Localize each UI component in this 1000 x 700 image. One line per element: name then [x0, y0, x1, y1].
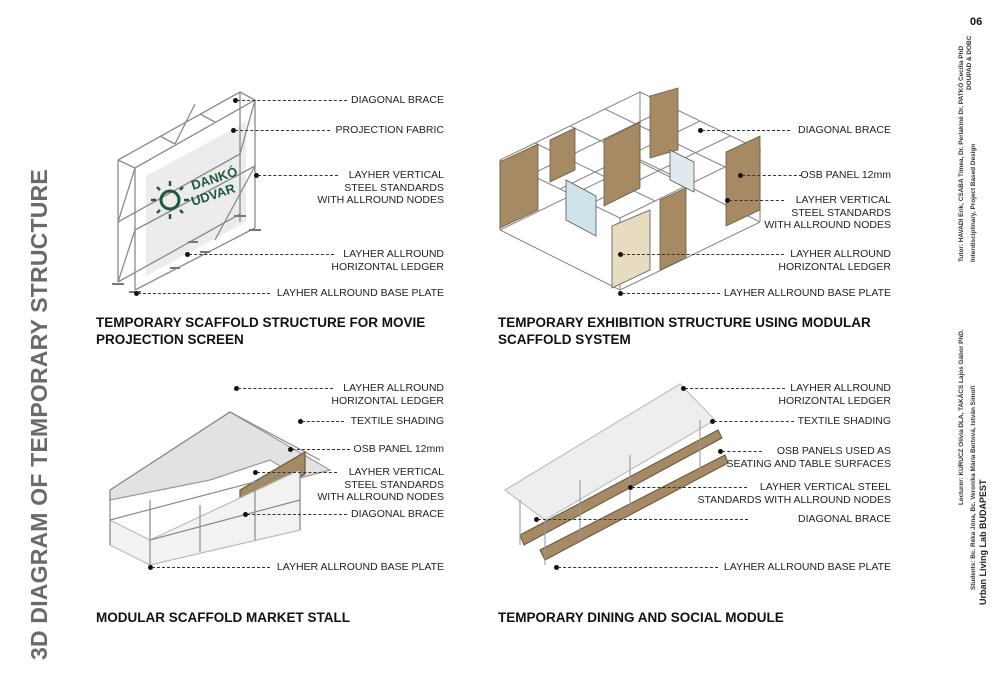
subject-name: Interdisciplinary, Project Based Design — [970, 143, 977, 262]
label-horizontal-ledger: LAYHER ALLROUND HORIZONTAL LEDGER — [331, 382, 444, 407]
leader-line — [257, 472, 337, 473]
page-number: 06 — [970, 16, 983, 28]
leader-line — [632, 487, 747, 488]
students-credits: Students: Bc. Réka Jóna, Bc. Veronika Má… — [970, 385, 977, 590]
projection-fabric — [146, 122, 246, 276]
exhibition-scaffold — [499, 87, 762, 291]
label-base-plate: LAYHER ALLROUND BASE PLATE — [276, 561, 444, 573]
leader-line — [238, 388, 333, 389]
label-osb-panels-seating: OSB PANELS USED AS SEATING AND TABLE SUR… — [726, 445, 891, 470]
movie-screen-scaffold — [112, 91, 261, 293]
label-osb-panel: OSB PANEL 12mm — [353, 443, 444, 455]
leader-line — [292, 449, 350, 450]
label-vertical-standards: LAYHER VERTICAL STEEL STANDARDS WITH ALL… — [317, 466, 444, 503]
label-diagonal-brace: DIAGONAL BRACE — [351, 508, 444, 520]
leader-line — [622, 254, 784, 255]
lab-name: Urban Living Lab BUDAPEST — [978, 479, 988, 605]
label-base-plate: LAYHER ALLROUND BASE PLATE — [723, 287, 891, 299]
tutor-credits: Tutor: HAVADI Erik, CSABA Tímea, Dr. Per… — [958, 45, 965, 262]
leader-line — [729, 200, 784, 201]
leader-line — [235, 130, 330, 131]
osb-panels — [499, 87, 761, 271]
leader-line — [189, 254, 334, 255]
leader-line — [622, 293, 720, 294]
page-side-title: 3D DIAGRAM OF TEMPORARY STRUCTURE — [26, 169, 52, 660]
label-diagonal-brace: DIAGONAL BRACE — [798, 513, 891, 525]
label-base-plate: LAYHER ALLROUND BASE PLATE — [276, 287, 444, 299]
caption-market-stall: MODULAR SCAFFOLD MARKET STALL — [96, 610, 350, 625]
label-textile-shading: TEXTILE SHADING — [350, 415, 444, 427]
market-stall — [109, 411, 332, 566]
leader-line — [685, 388, 785, 389]
dining-module — [504, 383, 729, 565]
leader-line — [138, 293, 270, 294]
leader-line — [302, 421, 344, 422]
leader-line — [558, 567, 718, 568]
label-projection-fabric: PROJECTION FABRIC — [335, 124, 444, 136]
label-base-plate: LAYHER ALLROUND BASE PLATE — [723, 561, 891, 573]
label-osb-panel: OSB PANEL 12mm — [800, 169, 891, 181]
label-textile-shading: TEXTILE SHADING — [797, 415, 891, 427]
label-horizontal-ledger: LAYHER ALLROUND HORIZONTAL LEDGER — [331, 248, 444, 273]
leader-line — [237, 100, 347, 101]
leader-line — [258, 175, 338, 176]
label-horizontal-ledger: LAYHER ALLROUND HORIZONTAL LEDGER — [778, 382, 891, 407]
caption-exhibition: TEMPORARY EXHIBITION STRUCTURE USING MOD… — [498, 315, 871, 347]
label-diagonal-brace: DIAGONAL BRACE — [351, 94, 444, 106]
label-vertical-standards: LAYHER VERTICAL STEEL STANDARDS WITH ALL… — [697, 481, 892, 506]
caption-dining-module: TEMPORARY DINING AND SOCIAL MODULE — [498, 610, 784, 625]
course-name: DOUPAD & DOBC — [966, 35, 973, 90]
lecturer-credits: Lecturer: KURUCZ Olívia DLA, TAKÁCS Lajo… — [958, 329, 965, 505]
leader-line — [742, 175, 802, 176]
label-vertical-standards: LAYHER VERTICAL STEEL STANDARDS WITH ALL… — [317, 169, 444, 206]
leader-line — [247, 514, 347, 515]
label-vertical-standards: LAYHER VERTICAL STEEL STANDARDS WITH ALL… — [764, 194, 891, 231]
label-horizontal-ledger: LAYHER ALLROUND HORIZONTAL LEDGER — [778, 248, 891, 273]
leader-line — [538, 519, 748, 520]
leader-line — [702, 130, 790, 131]
leader-line — [152, 567, 270, 568]
leader-line — [714, 421, 794, 422]
poster-panels — [565, 149, 695, 289]
leader-line — [722, 451, 762, 452]
label-diagonal-brace: DIAGONAL BRACE — [798, 124, 891, 136]
